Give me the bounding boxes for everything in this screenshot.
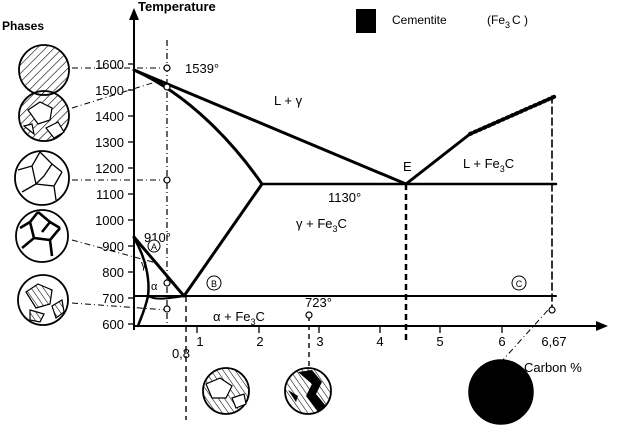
- marker-c: C: [511, 275, 527, 291]
- micrograph-liquid: [18, 44, 70, 96]
- region-alpha-small: α: [151, 281, 158, 293]
- y-tick-label: 1000: [95, 213, 124, 228]
- y-tick-label: 600: [102, 317, 124, 332]
- micrograph-austenite-ferrite: [15, 209, 69, 263]
- region-gamma-small: γ: [141, 259, 147, 271]
- marker-a: A: [147, 239, 161, 253]
- x-ticks: [196, 326, 503, 333]
- temp-1130: 1130°: [328, 190, 361, 205]
- x-tick-label: 6: [498, 334, 505, 349]
- svg-text:A: A: [151, 242, 157, 252]
- y-tick-label: 1100: [96, 187, 124, 202]
- x-tick-label: 5: [436, 334, 443, 349]
- svg-text:C: C: [516, 279, 523, 289]
- composition-points: [163, 64, 556, 319]
- y-axis-title: Temperature: [138, 0, 216, 14]
- x-tick-label: 4: [376, 334, 383, 349]
- solidus-curve: [132, 68, 264, 186]
- y-tick-label: 1200: [95, 161, 124, 176]
- y-tick-label: 700: [102, 291, 124, 306]
- micrograph-cementite: [468, 359, 534, 425]
- y-tick-label: 1600: [95, 57, 124, 72]
- x-axis: [134, 321, 608, 331]
- a3-line: [132, 235, 186, 298]
- phase-boundaries: [132, 68, 558, 328]
- y-tick-label: 800: [102, 265, 124, 280]
- region-liquid-fe3c: L + Fe3C: [463, 156, 514, 174]
- marker-b: B: [206, 275, 222, 291]
- micrograph-liquid-gamma: [18, 90, 70, 142]
- acm-line: [182, 182, 264, 298]
- x-tick-label: 1: [196, 334, 203, 349]
- liquidus-line-dotted: [468, 94, 558, 136]
- x-tick-label: 6,67: [541, 334, 566, 349]
- liquidus-line-right: [404, 132, 472, 186]
- region-alpha-fe3c: α + Fe3C: [213, 309, 265, 327]
- x-tick-label-eutectoid: 0,8: [172, 346, 190, 361]
- x-tick-label: 3: [316, 334, 323, 349]
- y-tick-label: 1400: [95, 109, 124, 124]
- y-tick-label: 1300: [95, 135, 124, 150]
- cementite-swatch: [356, 9, 376, 33]
- micrograph-pearlite: [202, 367, 250, 415]
- phases-title: Phases: [2, 19, 44, 33]
- temp-723: 723°: [305, 295, 332, 310]
- y-tick-label: 900: [102, 239, 124, 254]
- x-tick-label: 2: [256, 334, 263, 349]
- eutectic-point-label: E: [403, 159, 412, 174]
- y-tick-label: 1500: [95, 83, 124, 98]
- x-axis-title: Carbon %: [524, 360, 582, 375]
- micrograph-pearlite-ferrite: [17, 274, 69, 326]
- micrograph-austenite: [14, 150, 70, 206]
- svg-text:B: B: [211, 279, 217, 289]
- y-axis: [129, 8, 139, 330]
- legend-label: Cementite: [392, 13, 447, 27]
- liquidus-line: [132, 68, 408, 186]
- temp-1539: 1539°: [185, 61, 219, 76]
- micrograph-pearlite-cementite: [284, 367, 332, 415]
- region-liquid-gamma: L + γ: [274, 93, 303, 108]
- region-gamma-fe3c: γ + Fe3C: [296, 216, 347, 234]
